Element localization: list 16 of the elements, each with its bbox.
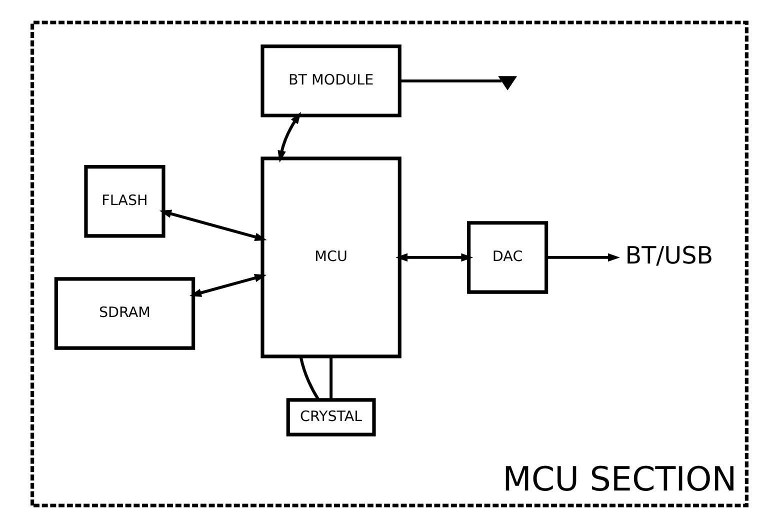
node-box: CRYSTAL <box>286 398 376 436</box>
node-box: MCU <box>260 156 402 358</box>
node-box: BT MODULE <box>260 44 402 118</box>
node-box: FLASH <box>84 165 166 238</box>
arrow <box>546 253 620 262</box>
connector <box>299 356 320 401</box>
node-box: SDRAM <box>54 277 196 350</box>
node-antenna <box>498 76 518 90</box>
connector <box>400 79 502 82</box>
arrow <box>189 274 267 297</box>
node-text: BT/USB <box>625 241 714 270</box>
node-box: DAC <box>467 221 548 294</box>
arrow <box>396 253 474 262</box>
arrow <box>159 210 267 241</box>
arrow <box>278 112 302 163</box>
connector <box>330 356 333 400</box>
